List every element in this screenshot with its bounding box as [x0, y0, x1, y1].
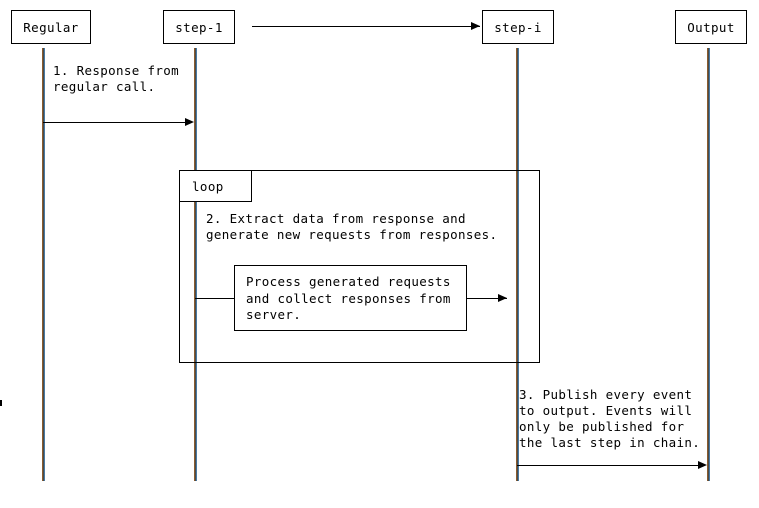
- participant-label-output: Output: [687, 19, 735, 35]
- loop-fragment-operator-label: loop: [180, 171, 252, 202]
- participant-box-output[interactable]: Output: [675, 10, 747, 44]
- message-arrowhead-icon-1: [185, 117, 194, 126]
- message-label-box-2: Process generated requests and collect r…: [234, 265, 467, 331]
- message-line-3: [517, 465, 704, 466]
- participant-label-step-i: step-i: [494, 19, 542, 35]
- message-note-1: 1. Response from regular call.: [53, 63, 180, 94]
- participant-label-regular: Regular: [23, 19, 79, 35]
- message-note-3: 3. Publish every event to output. Events…: [519, 387, 701, 450]
- message-arrowhead-icon-2: [498, 293, 507, 302]
- participant-box-step-1[interactable]: step-1: [163, 10, 235, 44]
- lifeline-step-1: [194, 48, 197, 481]
- participant-label-step-1: step-1: [175, 19, 223, 35]
- loop-fragment-frame[interactable]: [179, 170, 540, 363]
- loop-fragment-note: 2. Extract data from response and genera…: [206, 211, 498, 242]
- lifeline-step-i: [516, 48, 519, 481]
- participant-box-regular[interactable]: Regular: [11, 10, 91, 44]
- message-line-2-right: [467, 298, 507, 299]
- message-line-1: [43, 122, 190, 123]
- header-connector-arrowhead-icon: [471, 21, 480, 30]
- lifeline-output: [707, 48, 710, 481]
- edge-artifact-mark: [0, 400, 2, 406]
- message-arrowhead-icon-3: [698, 460, 707, 469]
- header-connector-line: [252, 26, 480, 27]
- message-line-2-left: [195, 298, 234, 299]
- participant-box-step-i[interactable]: step-i: [482, 10, 554, 44]
- lifeline-regular: [42, 48, 45, 481]
